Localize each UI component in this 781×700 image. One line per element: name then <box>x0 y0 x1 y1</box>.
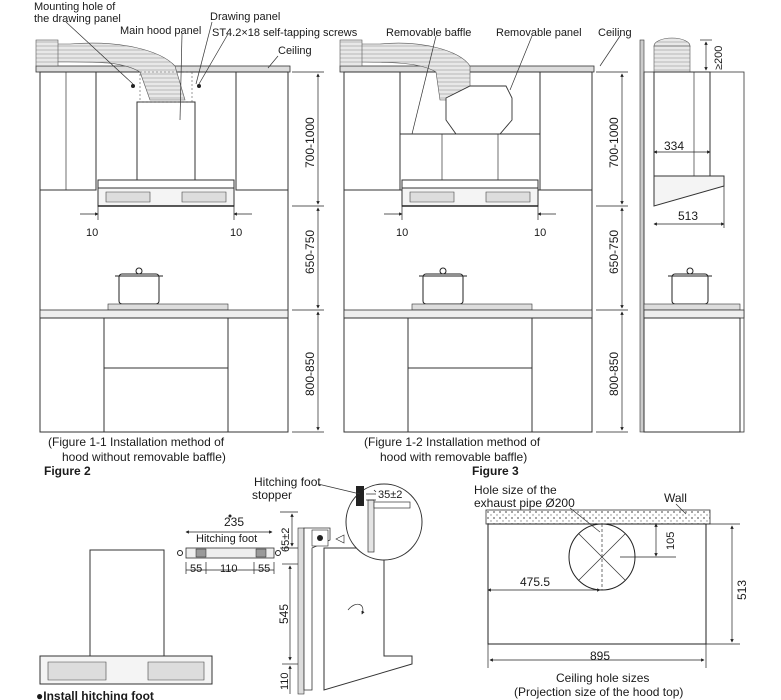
dim-475: 475.5 <box>520 575 550 589</box>
dim-200: ≥200 <box>713 46 725 70</box>
label-hitching-foot-stopper: Hitching foot <box>254 475 321 489</box>
label-ceiling: Ceiling <box>278 45 312 57</box>
dim-650-750-a: 650-750 <box>303 230 317 274</box>
dim-513-side: 513 <box>678 209 698 223</box>
dim-110-h: 110 <box>220 563 238 575</box>
label-hole-size-2: exhaust pipe Ø200 <box>474 496 575 510</box>
label-wall: Wall <box>664 491 687 505</box>
label-screws: ST4.2×18 self-tapping screws <box>212 27 358 39</box>
chimney-front <box>89 549 165 657</box>
upper-cabinet-right <box>235 71 289 191</box>
dim-700-1000-b: 700-1000 <box>607 117 621 168</box>
cooking-pot <box>118 273 160 305</box>
hitching-foot-bar <box>185 547 275 559</box>
wall-hatch <box>485 509 711 525</box>
dim-35: 35±2 <box>378 489 402 501</box>
text-layer: Mounting hole of the drawing panel Main … <box>34 1 749 700</box>
mounting-hole-marker <box>131 84 135 88</box>
label-drawing-panel: Drawing panel <box>210 11 280 23</box>
label-ceiling-2: Ceiling <box>598 27 632 39</box>
duct-end <box>35 39 59 67</box>
figure-3-ceiling-hole <box>485 503 740 668</box>
dim-65: 65±2 <box>280 528 292 552</box>
caption-fig1-1-a: (Figure 1-1 Installation method of <box>48 435 225 449</box>
label-removable-panel: Removable panel <box>496 27 582 39</box>
dim-700-1000-a: 700-1000 <box>303 117 317 168</box>
dim-800-850-a: 800-850 <box>303 352 317 396</box>
label-mounting-hole-2: the drawing panel <box>34 13 121 25</box>
label-main-hood-panel: Main hood panel <box>120 25 201 37</box>
label-projection-size: (Projection size of the hood top) <box>514 685 683 699</box>
dim-55-a: 55 <box>190 563 202 575</box>
hood-side-profile <box>323 547 413 691</box>
label-mounting-hole: Mounting hole of <box>34 1 116 13</box>
caption-figure-2: Figure 2 <box>44 464 91 478</box>
caption-fig1-2-a: (Figure 1-2 Installation method of <box>364 435 541 449</box>
countertop <box>39 309 289 319</box>
dim-895: 895 <box>590 649 610 663</box>
upper-cabinet-left <box>39 71 97 191</box>
label-hole-size: Hole size of the <box>474 483 557 497</box>
side-view <box>639 37 745 433</box>
dim-235: 235 <box>224 515 244 529</box>
flexible-duct <box>39 42 186 101</box>
dim-10-a: 10 <box>86 227 98 239</box>
dim-10-c: 10 <box>396 227 408 239</box>
dim-55-b: 55 <box>258 563 270 575</box>
wall-side <box>639 39 645 433</box>
wall-mount-profile <box>282 483 423 695</box>
dim-800-850-b: 800-850 <box>607 352 621 396</box>
caption-fig1-2-b: hood with removable baffle) <box>380 450 527 464</box>
hood-chimney <box>136 101 196 183</box>
figure-2-hood <box>39 549 213 685</box>
dim-334: 334 <box>664 139 684 153</box>
dim-105: 105 <box>665 532 677 550</box>
figure-1-1 <box>35 21 324 433</box>
caption-fig1-1-b: hood without removable baffle) <box>62 450 226 464</box>
label-removable-baffle: Removable baffle <box>386 27 471 39</box>
dim-513-fig3: 513 <box>735 580 749 600</box>
label-ceiling-hole-sizes: Ceiling hole sizes <box>556 671 649 685</box>
dim-110-v: 110 <box>279 672 291 690</box>
label-hitching-foot: Hitching foot <box>196 533 257 545</box>
label-hitching-foot-stopper-2: stopper <box>252 488 292 502</box>
dim-10-b: 10 <box>230 227 242 239</box>
figure-1-2 <box>339 35 628 433</box>
label-install-hitching-foot: ●Install hitching foot <box>36 689 154 700</box>
dim-10-d: 10 <box>534 227 546 239</box>
motor-housing <box>445 85 513 135</box>
hitching-foot-detail <box>177 511 298 574</box>
caption-figure-3: Figure 3 <box>472 464 519 478</box>
dim-650-750-b: 650-750 <box>607 230 621 274</box>
dim-545: 545 <box>277 604 291 624</box>
stove <box>107 303 229 311</box>
